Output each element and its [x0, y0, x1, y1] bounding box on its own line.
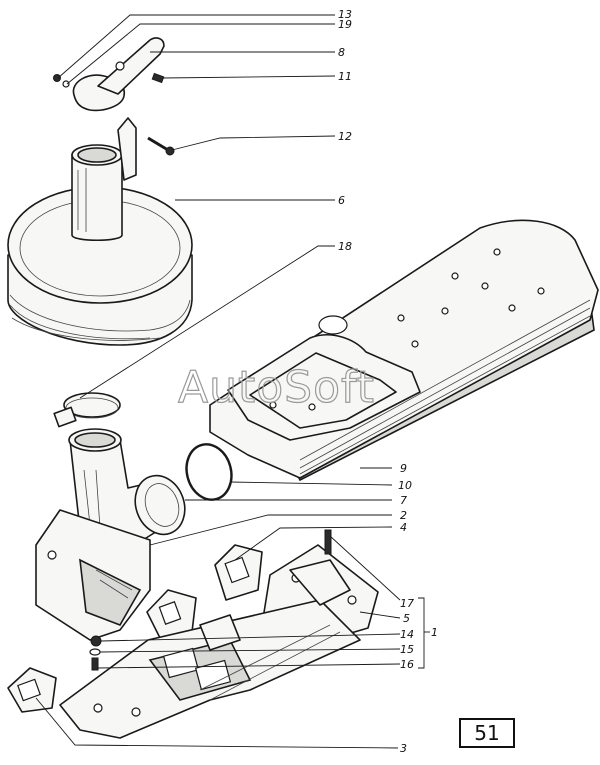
- head-cover-part-9: [209, 219, 599, 482]
- clamp-part-18: [53, 392, 121, 428]
- washer-part-19: [62, 80, 70, 88]
- callout-8: 8: [338, 46, 345, 59]
- page-number-box: 51: [459, 718, 515, 748]
- gasket-part-2b: [146, 589, 197, 639]
- ring-part-10: [185, 443, 233, 501]
- exhaust-elbow-part-7: [68, 428, 186, 555]
- callout-18: 18: [338, 240, 352, 253]
- page-number: 51: [474, 721, 500, 745]
- callout-3: 3: [400, 742, 407, 755]
- muffler-part-6: [7, 117, 193, 346]
- leader-lines: [35, 14, 430, 749]
- callout-17: 17: [400, 597, 414, 610]
- stud-part-16: [91, 657, 99, 671]
- callout-4: 4: [400, 521, 407, 534]
- support-bracket-part-2: [35, 509, 151, 641]
- callout-16: 16: [400, 658, 414, 671]
- callout-14: 14: [400, 628, 414, 641]
- nut-part-14: [90, 635, 102, 647]
- callout-19: 19: [338, 18, 352, 31]
- manifold-part-5: [59, 544, 379, 739]
- watermark-text: AutoSoft: [178, 362, 375, 413]
- bolt-part-12: [147, 136, 175, 156]
- callout-9: 9: [400, 462, 407, 475]
- callout-2: 2: [400, 509, 407, 522]
- callout-12: 12: [338, 130, 352, 143]
- gasket-part-3: [7, 667, 57, 713]
- nut-part-13: [53, 74, 61, 82]
- callout-6: 6: [338, 194, 345, 207]
- muffler-flap-part-8: [72, 37, 165, 112]
- callout-13: 13: [338, 8, 352, 21]
- callout-11: 11: [338, 70, 352, 83]
- callout-7: 7: [400, 494, 407, 507]
- callout-10: 10: [398, 479, 412, 492]
- washer-part-15: [89, 648, 101, 656]
- callout-1: 1: [431, 626, 438, 639]
- callout-5: 5: [403, 612, 410, 625]
- stud-part-17: [324, 529, 332, 555]
- pin-part-11: [151, 72, 165, 84]
- gasket-part-4: [214, 544, 263, 601]
- callout-15: 15: [400, 643, 414, 656]
